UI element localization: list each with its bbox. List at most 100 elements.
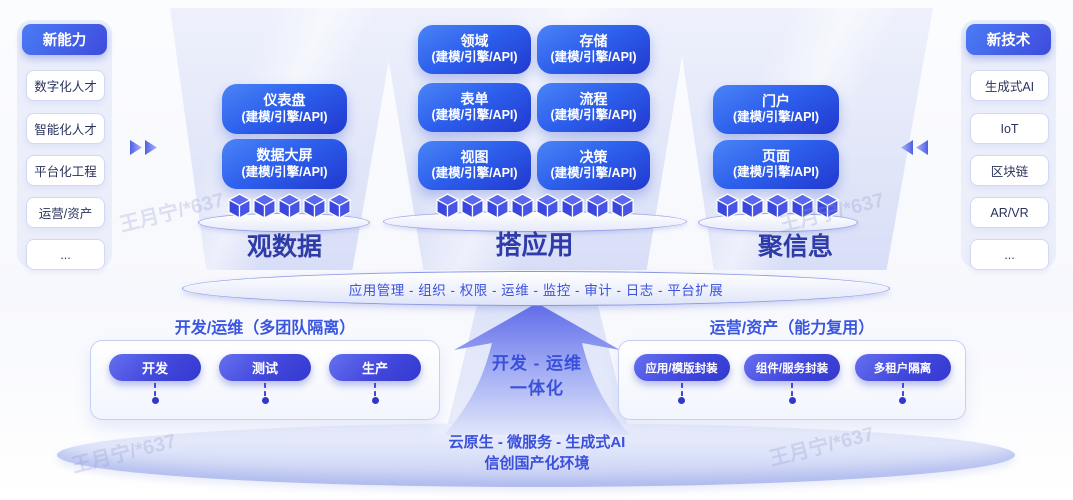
asset-group-multi-tenant: 多租户隔离 bbox=[854, 354, 951, 419]
capability-item-more: ... bbox=[26, 239, 105, 270]
technology-item-iot: IoT bbox=[970, 113, 1049, 144]
box-data-screen: 数据大屏 (建模/引擎/API) bbox=[222, 139, 347, 189]
pill-component-service-packaging: 组件/服务封装 bbox=[744, 354, 840, 381]
new-technologies-header: 新技术 bbox=[966, 24, 1051, 55]
box-portal: 门户 (建模/引擎/API) bbox=[713, 85, 839, 134]
box-subtitle: (建模/引擎/API) bbox=[431, 108, 518, 123]
capability-item-ai-talent: 智能化人才 bbox=[26, 113, 105, 144]
cube-icon bbox=[436, 193, 459, 219]
asset-group-app-template: 应用/模版封装 bbox=[633, 354, 730, 419]
cube-row bbox=[436, 193, 634, 219]
box-title: 数据大屏 bbox=[256, 147, 313, 164]
box-dashboard: 仪表盘 (建模/引擎/API) bbox=[222, 84, 347, 134]
pill-app-template-packaging: 应用/模版封装 bbox=[633, 354, 730, 381]
up-arrow-icon bbox=[444, 303, 630, 435]
cube-icon bbox=[561, 193, 584, 219]
technology-item-blockchain: 区块链 bbox=[970, 155, 1049, 186]
funnel-label-view-data: 观数据 bbox=[246, 233, 322, 261]
connector-dash bbox=[901, 383, 904, 396]
connector-dot bbox=[678, 397, 685, 404]
cube-icon bbox=[278, 193, 301, 219]
connector-dash bbox=[154, 383, 156, 396]
connector-dot bbox=[261, 397, 269, 404]
capability-item-digital-talent: 数字化人才 bbox=[26, 70, 105, 101]
platform-ellipse bbox=[383, 211, 687, 232]
arrow-line-1: 开发 - 运维 bbox=[491, 354, 583, 373]
box-subtitle: (建模/引擎/API) bbox=[550, 166, 637, 181]
box-page: 页面 (建模/引擎/API) bbox=[713, 140, 839, 189]
box-title: 门户 bbox=[762, 92, 790, 109]
connector-dot bbox=[788, 397, 796, 404]
cube-icon bbox=[586, 193, 609, 219]
env-group-prod: 生产 bbox=[329, 354, 421, 419]
box-title: 视图 bbox=[460, 148, 489, 165]
connector-dot bbox=[151, 397, 159, 404]
new-capabilities-panel: 新能力 数字化人才 智能化人才 平台化工程 运营/资产 ... bbox=[17, 20, 112, 270]
double-chevron-left-icon bbox=[901, 140, 928, 155]
cube-icon bbox=[511, 193, 534, 219]
capability-item-platform-eng: 平台化工程 bbox=[26, 155, 105, 186]
devops-integration-label: 开发 - 运维 一体化 bbox=[452, 352, 622, 401]
asset-group-component-service: 组件/服务封装 bbox=[744, 354, 840, 419]
base-line-2: 信创国产化环境 bbox=[484, 455, 590, 472]
box-domain: 领域 (建模/引擎/API) bbox=[418, 25, 531, 74]
box-subtitle: (建模/引擎/API) bbox=[241, 109, 328, 124]
cube-icon bbox=[328, 193, 351, 219]
technology-item-more: ... bbox=[970, 239, 1049, 270]
box-title: 流程 bbox=[579, 90, 608, 107]
base-line-1: 云原生 - 微服务 - 生成式AI bbox=[448, 434, 626, 451]
cube-icon bbox=[741, 193, 764, 219]
box-form: 表单 (建模/引擎/API) bbox=[418, 83, 531, 132]
cube-icon bbox=[228, 193, 251, 219]
cube-row bbox=[716, 193, 839, 219]
new-capabilities-header: 新能力 bbox=[22, 24, 107, 55]
box-title: 仪表盘 bbox=[263, 92, 306, 109]
funnel-label-aggregate-info: 聚信息 bbox=[757, 233, 833, 261]
box-title: 决策 bbox=[579, 148, 608, 165]
cube-icon bbox=[253, 193, 276, 219]
cube-icon bbox=[536, 193, 559, 219]
box-title: 存储 bbox=[579, 32, 608, 49]
box-decision: 决策 (建模/引擎/API) bbox=[537, 141, 650, 190]
arrow-line-2: 一体化 bbox=[510, 378, 564, 398]
box-subtitle: (建模/引擎/API) bbox=[241, 164, 328, 179]
base-platform-text: 云原生 - 微服务 - 生成式AI 信创国产化环境 bbox=[337, 432, 737, 474]
box-view: 视图 (建模/引擎/API) bbox=[418, 141, 531, 190]
env-group-dev: 开发 bbox=[109, 354, 201, 419]
pill-prod: 生产 bbox=[329, 354, 421, 381]
pill-test: 测试 bbox=[219, 354, 311, 381]
env-group-test: 测试 bbox=[219, 354, 311, 419]
box-subtitle: (建模/引擎/API) bbox=[732, 165, 820, 180]
box-title: 领域 bbox=[460, 32, 489, 49]
technology-item-arvr: AR/VR bbox=[970, 197, 1049, 228]
funnel-label-build-apps: 搭应用 bbox=[495, 230, 574, 260]
connector-dash bbox=[374, 383, 376, 396]
connector-dash bbox=[680, 383, 683, 396]
cube-icon bbox=[816, 193, 839, 219]
cube-icon bbox=[303, 193, 326, 219]
box-subtitle: (建模/引擎/API) bbox=[732, 110, 820, 125]
capability-item-ops-assets: 运营/资产 bbox=[26, 197, 105, 228]
platform-services-text: 应用管理 - 组织 - 权限 - 运维 - 监控 - 审计 - 日志 - 平台扩… bbox=[348, 282, 724, 298]
pill-dev: 开发 bbox=[109, 354, 201, 381]
box-subtitle: (建模/引擎/API) bbox=[550, 108, 637, 123]
devops-panel-title: 开发/运维（多团队隔离） bbox=[174, 320, 356, 337]
box-subtitle: (建模/引擎/API) bbox=[550, 50, 637, 65]
devops-panel: 开发 测试 生产 bbox=[90, 340, 440, 420]
cube-icon bbox=[461, 193, 484, 219]
box-subtitle: (建模/引擎/API) bbox=[431, 166, 518, 181]
cube-icon bbox=[716, 193, 739, 219]
connector-dot bbox=[371, 397, 379, 404]
cube-row bbox=[228, 193, 351, 219]
connector-dot bbox=[899, 397, 906, 404]
new-technologies-panel: 新技术 生成式AI IoT 区块链 AR/VR ... bbox=[961, 20, 1056, 270]
cube-icon bbox=[611, 193, 634, 219]
technology-item-genai: 生成式AI bbox=[970, 70, 1049, 101]
connector-dash bbox=[264, 383, 266, 396]
cube-icon bbox=[766, 193, 789, 219]
box-process: 流程 (建模/引擎/API) bbox=[537, 83, 650, 132]
pill-multi-tenant-isolation: 多租户隔离 bbox=[854, 354, 951, 381]
box-title: 表单 bbox=[460, 90, 489, 107]
connector-dash bbox=[791, 383, 793, 396]
